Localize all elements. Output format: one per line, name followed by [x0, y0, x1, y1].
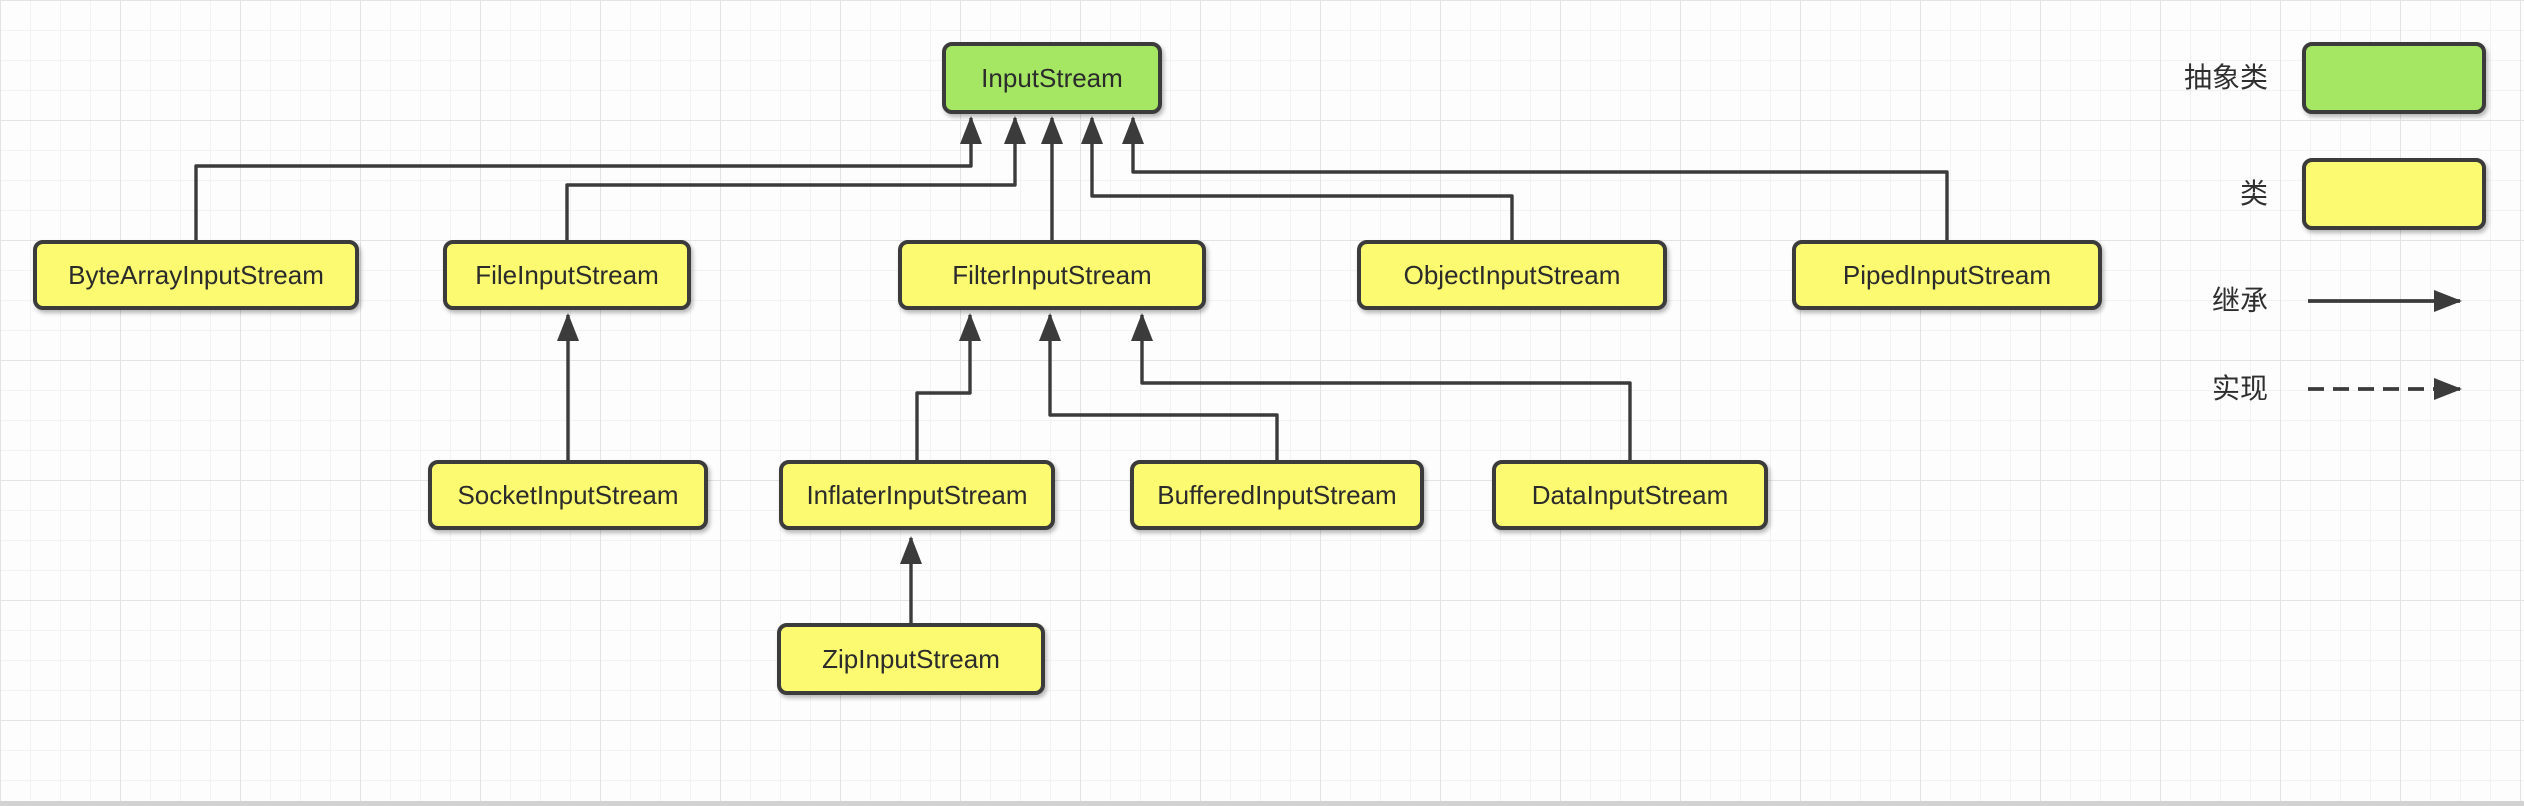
- node-bufferedinputstream[interactable]: BufferedInputStream: [1130, 460, 1424, 530]
- node-socketinputstream[interactable]: SocketInputStream: [428, 460, 708, 530]
- node-bytearrayinputstream[interactable]: ByteArrayInputStream: [33, 240, 359, 310]
- node-inflaterinputstream[interactable]: InflaterInputStream: [779, 460, 1055, 530]
- node-objectinputstream[interactable]: ObjectInputStream: [1357, 240, 1667, 310]
- node-filterinputstream[interactable]: FilterInputStream: [898, 240, 1206, 310]
- edge-bytearrayinputstream-inputstream: [194, 116, 982, 240]
- node-zipinputstream[interactable]: ZipInputStream: [777, 623, 1045, 695]
- legend-label-class: 类: [2239, 178, 2268, 209]
- node-datainputstream[interactable]: DataInputStream: [1492, 460, 1768, 530]
- legend-swatch-abstract-class: [2302, 42, 2486, 114]
- node-fileinputstream[interactable]: FileInputStream: [443, 240, 691, 310]
- edge-datainputstream-filterinputstream: [1131, 313, 1632, 460]
- edge-pipedinputstream-inputstream: [1122, 116, 1949, 240]
- edge-bufferedinputstream-filterinputstream: [1039, 313, 1279, 460]
- node-inputstream[interactable]: InputStream: [942, 42, 1162, 114]
- canvas-bottom-edge: [0, 801, 2524, 806]
- legend-label-inheritance: 继承: [2211, 285, 2268, 316]
- edge-objectinputstream-inputstream: [1081, 116, 1514, 240]
- legend-label-abstract-class: 抽象类: [2183, 62, 2268, 93]
- legend-swatch-class: [2302, 158, 2486, 230]
- edge-fileinputstream-inputstream: [565, 116, 1026, 240]
- legend-label-implementation: 实现: [2211, 373, 2268, 404]
- node-pipedinputstream[interactable]: PipedInputStream: [1792, 240, 2102, 310]
- edge-inflaterinputstream-filterinputstream: [915, 313, 981, 460]
